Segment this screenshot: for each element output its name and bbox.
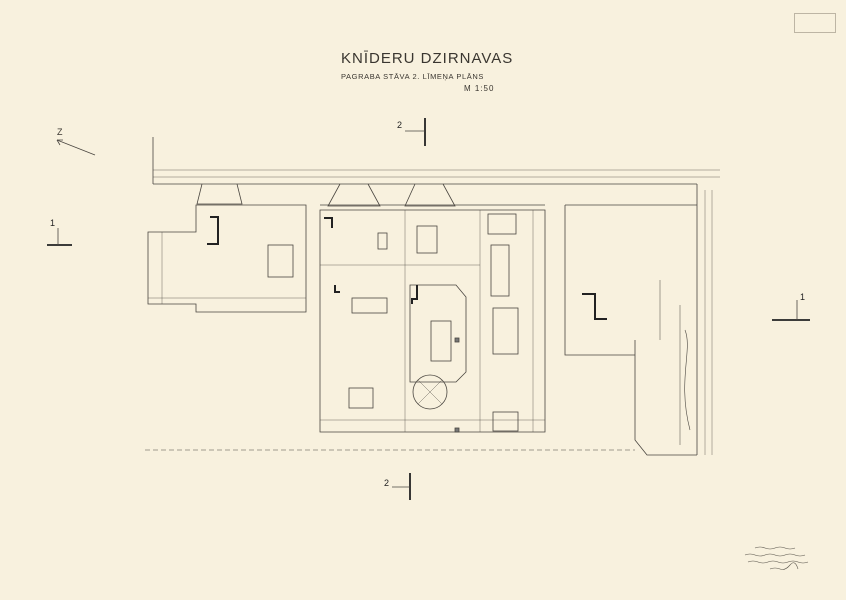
- north-arrow-icon: Z: [56, 127, 96, 156]
- main-building: [319, 204, 546, 433]
- north-label: Z: [57, 127, 63, 137]
- svg-text:2: 2: [397, 120, 402, 130]
- section-mark-top: 2: [397, 118, 426, 146]
- drawing-title: KNĪDERU DZIRNAVAS: [341, 50, 514, 67]
- section-mark-right: 1: [772, 292, 810, 321]
- svg-text:1: 1: [50, 218, 55, 228]
- left-room: [147, 204, 307, 313]
- drawing-subtitle: PAGRABA STĀVA 2. LĪMEŅA PLĀNS: [341, 72, 485, 81]
- window-bays: [196, 183, 456, 207]
- svg-text:2: 2: [384, 478, 389, 488]
- svg-text:1: 1: [800, 292, 805, 302]
- section-mark-bottom: 2: [384, 473, 411, 500]
- handwritten-note: [744, 546, 809, 570]
- archive-stamp: [794, 13, 836, 33]
- section-mark-left: 1: [47, 218, 72, 246]
- drawing-scale: M 1:50: [464, 84, 495, 93]
- site-boundary: [145, 137, 720, 455]
- right-block: [564, 204, 697, 456]
